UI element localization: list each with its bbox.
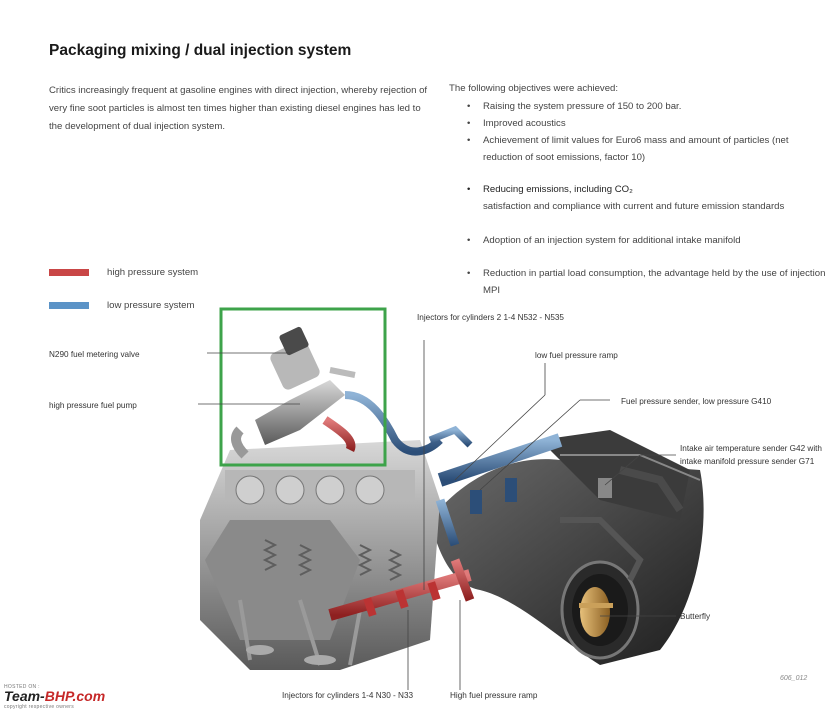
objective-item: Improved acoustics: [467, 115, 828, 132]
objective-item: Adoption of an injection system for addi…: [467, 232, 828, 249]
objective-item: Reducing emissions, including CO₂: [467, 181, 828, 198]
low-pressure-lines: [344, 391, 563, 547]
leader-lines: [198, 340, 676, 690]
callout-low-fuel-pressure-ramp: low fuel pressure ramp: [535, 351, 618, 360]
callout-injectors-cylinders-1: Injectors for cylinders 1-4 N30 - N33: [282, 691, 414, 700]
objectives-heading: The following objectives were achieved:: [449, 83, 619, 94]
objective-item: Reduction in partial load consumption, t…: [467, 265, 828, 299]
watermark-copyright: copyright respective owners: [4, 704, 75, 710]
highlight-box: [219, 307, 387, 467]
callout-high-pressure-fuel-pump: high pressure fuel pump: [49, 401, 137, 410]
legend-swatch-low-pressure: [49, 302, 89, 309]
watermark-brand: Team-BHP.com: [4, 688, 105, 704]
watermark: HOSTED ON : Team-BHP.com copyright respe…: [4, 684, 105, 710]
callout-intake-air-sender: Intake air temperature sender G42 with i…: [680, 444, 822, 466]
high-pressure-lines: [322, 416, 475, 621]
watermark-hosted-on: HOSTED ON :: [4, 684, 40, 690]
callout-butterfly: Butterfly: [680, 612, 711, 621]
figure-number: 606_012: [780, 675, 808, 682]
legend-label-low-pressure: low pressure system: [107, 300, 195, 311]
watermark-brand-suffix: BHP.com: [44, 688, 106, 704]
callout-injectors-cylinders-2: Injectors for cylinders 2 1-4 N532 - N53…: [417, 313, 564, 322]
butterfly-valve: [579, 587, 613, 637]
objectives-block: The following objectives were achieved: …: [449, 82, 834, 296]
callout-high-fuel-pressure-ramp: High fuel pressure ramp: [450, 691, 538, 700]
objective-item: Raising the system pressure of 150 to 20…: [467, 98, 828, 115]
page-title: Packaging mixing / dual injection system: [49, 42, 352, 59]
legend-label-high-pressure: high pressure system: [107, 267, 199, 278]
objective-item: Achievement of limit values for Euro6 ma…: [467, 132, 828, 166]
callout-fuel-pressure-sender: Fuel pressure sender, low pressure G410: [621, 397, 772, 406]
intro-paragraph: Critics increasingly frequent at gasolin…: [49, 85, 428, 132]
legend-swatch-high-pressure: [49, 269, 89, 276]
watermark-brand-prefix: Team-: [4, 688, 45, 704]
intake-sensor: [598, 478, 612, 498]
callout-fuel-metering-valve: N290 fuel metering valve: [49, 350, 140, 359]
objective-item-continuation: satisfaction and compliance with current…: [483, 201, 785, 212]
cylinder-head: [200, 440, 440, 670]
high-pressure-fuel-pump: [231, 326, 356, 459]
